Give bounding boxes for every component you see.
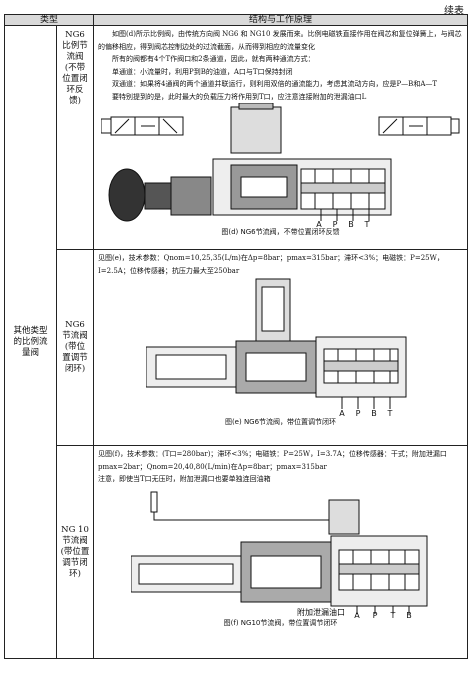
port-label: T — [386, 409, 392, 417]
group-label: 其他类型的比例流量阀 — [13, 325, 48, 358]
header-desc: 结构与工作原理 — [93, 14, 468, 26]
port-label: A — [354, 611, 360, 618]
paragraph: 注意，即使当T口无压时，附加泄漏口也要单独连回油箱 — [98, 475, 271, 483]
row-description: 见图(e)，技术参数：Qnom=10,25,35(L/m)在Δp=8bar；pm… — [94, 250, 467, 277]
port-label: P — [372, 611, 377, 618]
header-type: 类型 — [3, 14, 95, 26]
row-description: 见图(f)，技术参数：(T口=280bar)；滞环<3%；电磁铁：P=25W，I… — [94, 446, 467, 486]
row-type-label: NG6比例节流阀(不带位置闭环反馈) — [62, 30, 88, 106]
row-type-label: NG 10节流阀(带位置调节闭环) — [60, 524, 90, 579]
paragraph: 如图(d)所示比例阀，由传统方向阀 NG6 和 NG10 发展而来。比例电磁铁直… — [98, 30, 462, 51]
port-label: A — [316, 220, 322, 227]
port-label: B — [348, 220, 354, 227]
figure-e-drawing: A P B T — [145, 278, 406, 417]
paragraph: 单通道：小流量时，利用P到B的油道，A口与T口保持封闭 — [112, 67, 293, 76]
port-label: B — [371, 409, 377, 417]
row-description: 如图(d)所示比例阀，由传统方向阀 NG6 和 NG10 发展而来。比例电磁铁直… — [94, 26, 467, 103]
row-ng6-no-feedback: 其他类型的比例流量阀 NG6比例节流阀(不带位置闭环反馈) 如图(d)所示比例阀… — [4, 25, 468, 659]
row-type-label: NG6节流阀(带位置调节闭环) — [62, 320, 88, 374]
figure-caption: 图(e) NG6节流阀，带位置调节闭环 — [224, 418, 337, 426]
figure-caption: 图(f) NG10节流阀，带位置调节闭环 — [223, 618, 338, 627]
port-label: T — [389, 611, 395, 618]
figure-d-drawing: A P B T — [100, 103, 459, 227]
figure-f-drawing: 附加泄漏油口 A P T B — [130, 491, 427, 618]
paragraph: 见图(e)，技术参数：Qnom=10,25,35(L/m)在Δp=8bar；pm… — [98, 254, 444, 275]
paragraph: 要特别提到的是，此时最大的负载压力将作用到T口，应注意连接附加的泄漏油口L — [112, 92, 367, 101]
figure-caption: 图(d) NG6节流阀，不带位置闭环反馈 — [221, 228, 340, 236]
port-label: B — [406, 611, 412, 618]
paragraph: 双通道：如果将4通阀的两个通道并联运行，则利用双倍的通流能力，考虑其流动方向，应… — [112, 80, 438, 88]
port-label: A — [339, 409, 345, 417]
port-label: T — [363, 220, 369, 227]
port-label: P — [332, 220, 337, 227]
continued-label: 续表 — [444, 6, 464, 17]
header-row: 类型 结构与工作原理 — [3, 14, 468, 26]
port-label: P — [355, 409, 360, 417]
paragraph: 见图(f)，技术参数：(T口=280bar)；滞环<3%；电磁铁：P=25W，I… — [98, 450, 447, 471]
leak-port-annotation: 附加泄漏油口 — [297, 607, 345, 617]
spec-table: 类型 结构与工作原理 其他类型的比例流量阀 NG6比例节流阀(不带位置闭环反馈)… — [3, 14, 468, 659]
row-ng6-with-feedback: NG6节流阀(带位置调节闭环) 见图(e)，技术参数：Qnom=10,25,35… — [5, 249, 468, 446]
row-ng10-with-feedback: NG 10节流阀(带位置调节闭环) 见图(f)，技术参数：(T口=280bar)… — [5, 445, 468, 659]
paragraph: 所有的阀都有4个T作阀口和2条通道，因此，就有两种通流方式： — [112, 55, 315, 63]
